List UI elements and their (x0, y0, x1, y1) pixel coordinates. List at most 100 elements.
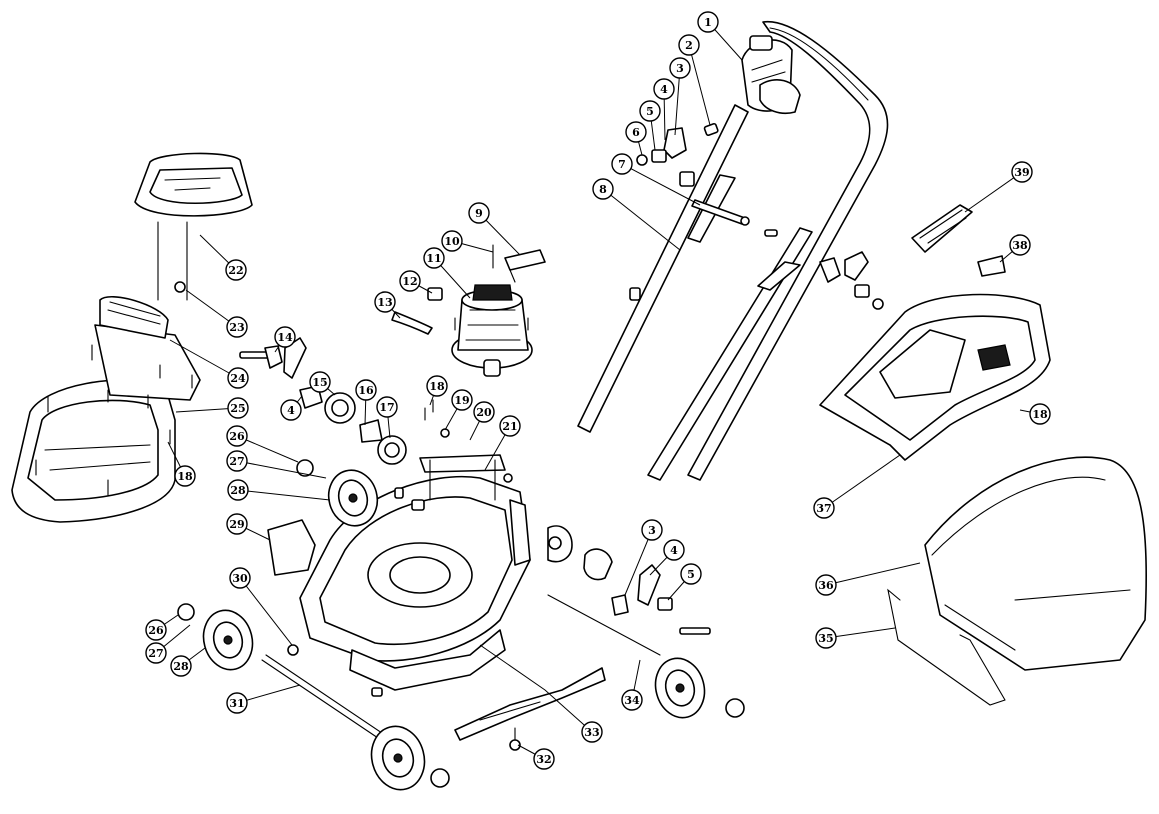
handle-clamp-parts (629, 122, 884, 310)
wheel-axle-parts-center (547, 525, 711, 656)
callout-number: 37 (816, 502, 831, 515)
callout-circle (697, 11, 719, 33)
callout-circle (441, 230, 463, 252)
callout-number: 39 (1014, 166, 1029, 179)
callout-circle (621, 689, 643, 711)
callout-circle (399, 270, 421, 292)
callout-number: 16 (358, 384, 374, 397)
callout-number: 14 (277, 331, 293, 344)
callout-number: 18 (429, 380, 445, 393)
callout-25: 25 (227, 397, 249, 419)
callout-18: 18 (1029, 403, 1051, 425)
callout-number: 2 (685, 39, 693, 52)
callout-circle (225, 259, 247, 281)
callout-16: 16 (355, 379, 377, 401)
callout-number: 20 (476, 406, 492, 419)
handle-knob-parts-left (239, 337, 407, 465)
callout-6: 6 (625, 121, 647, 143)
misc-fasteners (287, 399, 513, 697)
callout-13: 13 (374, 291, 396, 313)
callout-number: 15 (312, 376, 327, 389)
callout-number: 36 (818, 579, 834, 592)
callout-20: 20 (473, 401, 495, 423)
callout-number: 4 (287, 404, 295, 417)
motor (451, 284, 533, 377)
callout-32: 32 (533, 748, 555, 770)
callout-number: 1 (704, 16, 712, 29)
callout-circle (581, 721, 603, 743)
grass-box-lid (134, 152, 253, 301)
wheel-caps (177, 459, 745, 788)
callout-8: 8 (592, 178, 614, 200)
callout-4: 4 (663, 539, 685, 561)
wheel-front-right (654, 657, 706, 719)
callout-circle (653, 78, 675, 100)
callout-circle (473, 401, 495, 423)
callout-number: 18 (177, 470, 193, 483)
callout-circle (227, 479, 249, 501)
callout-number: 34 (624, 694, 640, 707)
callout-number: 22 (228, 264, 243, 277)
callout-number: 4 (670, 544, 678, 557)
callout-28: 28 (227, 479, 249, 501)
callout-35: 35 (815, 627, 837, 649)
callout-circle (451, 389, 473, 411)
grass-bag (924, 456, 1148, 671)
callout-circle (226, 450, 248, 472)
callout-4: 4 (653, 78, 675, 100)
callout-number: 31 (229, 697, 244, 710)
callout-number: 27 (148, 647, 163, 660)
callout-circle (229, 567, 251, 589)
callout-2: 2 (678, 34, 700, 56)
callout-circle (678, 34, 700, 56)
callout-circle (1009, 234, 1031, 256)
callout-circle (663, 539, 685, 561)
callout-number: 29 (229, 518, 244, 531)
callout-circle (309, 371, 331, 393)
callout-number: 8 (599, 183, 607, 196)
wheel-rear-left (202, 609, 254, 671)
callout-circle (815, 574, 837, 596)
callout-circle (1029, 403, 1051, 425)
callout-number: 4 (660, 83, 668, 96)
callout-circle (813, 497, 835, 519)
callout-34: 34 (621, 689, 643, 711)
callout-number: 24 (230, 372, 246, 385)
grass-bag-frame (887, 588, 1006, 706)
callout-number: 5 (646, 105, 654, 118)
callout-21: 21 (499, 415, 521, 437)
callout-37: 37 (813, 497, 835, 519)
callout-17: 17 (376, 396, 398, 418)
callout-39: 39 (1011, 161, 1033, 183)
callout-29: 29 (226, 513, 248, 535)
callout-28: 28 (170, 655, 192, 677)
callout-circle (145, 642, 167, 664)
callout-36: 36 (815, 574, 837, 596)
callout-9: 9 (468, 202, 490, 224)
switch-box (741, 35, 801, 115)
callout-12: 12 (399, 270, 421, 292)
callout-23: 23 (226, 316, 248, 338)
callout-layer: 1234567891011121314415161718192021222324… (145, 11, 1051, 770)
callout-11: 11 (423, 247, 445, 269)
callout-number: 28 (230, 484, 246, 497)
lower-handle-right (647, 227, 813, 481)
callout-circle (533, 748, 555, 770)
callout-10: 10 (441, 230, 463, 252)
callout-circle (227, 367, 249, 389)
callout-number: 38 (1012, 239, 1028, 252)
callout-number: 19 (454, 394, 469, 407)
callout-33: 33 (581, 721, 603, 743)
callout-circle (641, 519, 663, 541)
callout-number: 6 (632, 126, 640, 139)
callout-circle (170, 655, 192, 677)
callout-number: 26 (229, 430, 245, 443)
callout-5: 5 (680, 563, 702, 585)
callout-circle (611, 153, 633, 175)
callout-circle (227, 397, 249, 419)
callout-27: 27 (145, 642, 167, 664)
blade (454, 667, 606, 751)
callout-4: 4 (280, 399, 302, 421)
callout-number: 3 (648, 524, 656, 537)
callout-number: 21 (502, 420, 517, 433)
